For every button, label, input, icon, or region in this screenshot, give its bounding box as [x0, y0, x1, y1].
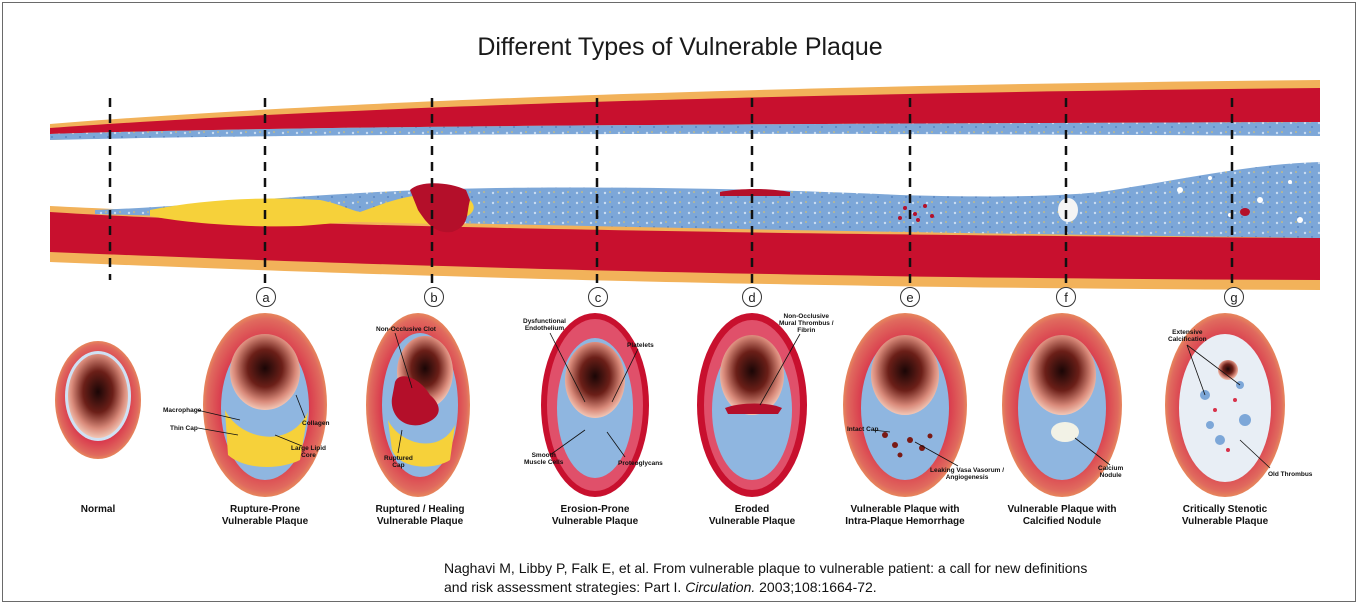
- citation-line-1: Naghavi M, Libby P, Falk E, et al. From …: [444, 559, 1356, 578]
- marker-b: b: [424, 287, 444, 307]
- annotation-mural-thrombus: Non-Occlusive Mural Thrombus / Fibrin: [779, 313, 834, 334]
- annotation-platelets: Platelets: [627, 342, 654, 349]
- annotation-thin-cap: Thin Cap: [170, 425, 198, 432]
- cross-section-normal: [55, 341, 141, 459]
- annotation-collagen: Collagen: [302, 420, 329, 427]
- caption-normal: Normal: [23, 504, 173, 516]
- citation-journal: Circulation.: [685, 579, 755, 595]
- citation: Naghavi M, Libby P, Falk E, et al. From …: [444, 559, 1356, 597]
- annotation-macrophage: Macrophage: [163, 407, 201, 414]
- marker-a: a: [256, 287, 276, 307]
- marker-g: g: [1224, 287, 1244, 307]
- annotation-ruptured-cap: Ruptured Cap: [384, 455, 413, 469]
- citation-line-2: and risk assessment strategies: Part I. …: [444, 578, 1356, 597]
- annotation-calcium-nodule: Calcium Nodule: [1098, 465, 1123, 479]
- upper-artery-wall: [50, 80, 1320, 140]
- cross-section-d: [697, 313, 807, 497]
- cross-section-b: [366, 313, 470, 497]
- annotation-large-lipid-core: Large Lipid Core: [291, 445, 326, 459]
- marker-e: e: [900, 287, 920, 307]
- annotation-leaking-vasa-vasorum: Leaking Vasa Vasorum / Angiogenesis: [930, 467, 1004, 481]
- calcified-nodule-shape: [1058, 198, 1078, 222]
- marker-c: c: [588, 287, 608, 307]
- annotation-smooth-muscle-cells: Smooth Muscle Cells: [524, 452, 563, 466]
- marker-f: f: [1056, 287, 1076, 307]
- annotation-extensive-calcification: Extensive Calcification: [1168, 329, 1207, 343]
- annotation-dysfunctional-endothelium: Dysfunctional Endothelium: [523, 318, 566, 332]
- cross-section-c: [541, 313, 649, 497]
- annotation-intact-cap: Intact Cap: [847, 426, 878, 433]
- marker-d: d: [742, 287, 762, 307]
- annotation-old-thrombus: Old Thrombus: [1268, 471, 1312, 478]
- annotation-non-occlusive-clot: Non-Occlusive Clot: [376, 326, 436, 333]
- annotation-proteoglycans: Proteoglycans: [618, 460, 663, 467]
- cross-section-a: [203, 313, 327, 497]
